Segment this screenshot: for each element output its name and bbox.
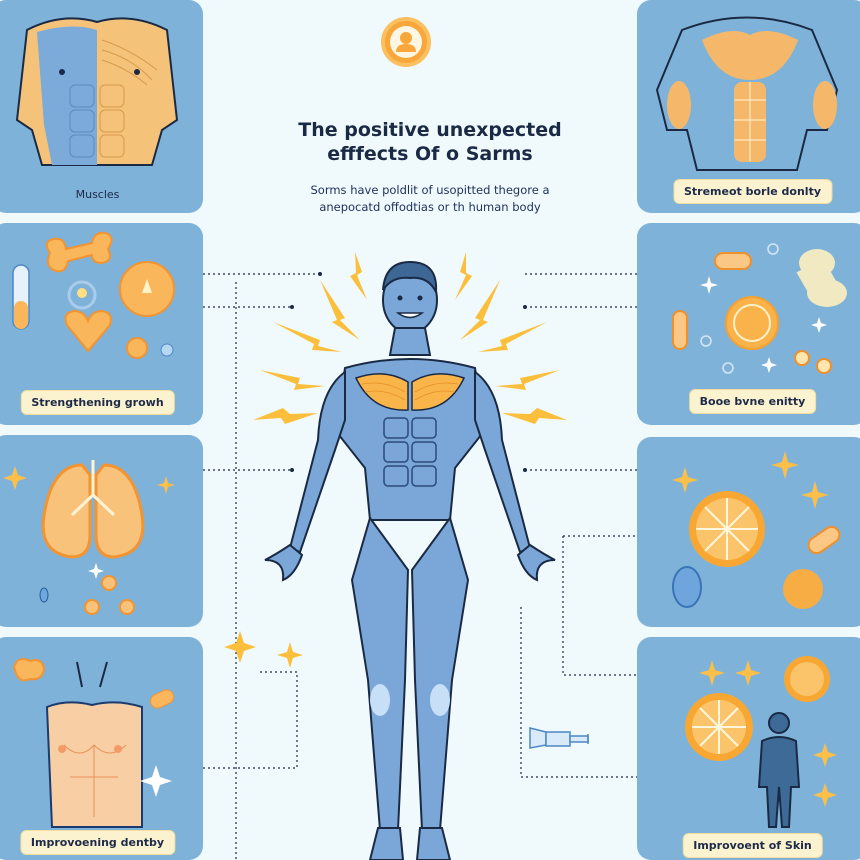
panel-label: Strengthening growh [20, 390, 175, 415]
subtitle-line-2: anepocatd offodtias or th human body [319, 200, 541, 214]
orange-slice-icon [672, 451, 841, 609]
panel-muscles: Muscles [0, 0, 203, 213]
torso-skin-icon [12, 658, 175, 828]
panel-lungs [0, 435, 203, 627]
panel-skin: Improvoent of Skin [637, 637, 860, 860]
panel-improving-density: Improvoening dentby [0, 637, 203, 860]
page-title: The positive unexpected efffects Of o Sa… [250, 118, 610, 166]
panel-bone-density: Stremeot borle donlty [637, 0, 860, 213]
title-line-1: The positive unexpected [298, 119, 562, 141]
subtitle-line-1: Sorms have poldlit of usopitted thegore … [310, 183, 550, 197]
panel-label: Booe bvne enitty [688, 389, 817, 414]
panel-bone-entity: Booe bvne enitty [637, 223, 860, 425]
panel-strengthening-growth: Strengthening growh [0, 223, 203, 425]
syringe-icon [529, 727, 589, 749]
panel-label: Improvoent of Skin [682, 833, 823, 858]
torso-muscles-icon [655, 16, 839, 171]
panel-label: Stremeot borle donlty [672, 179, 833, 204]
torso-muscles-icon [15, 17, 179, 166]
bone-heart-vitamins-icon [12, 231, 175, 359]
lungs-icon [3, 460, 175, 615]
panel-label: Improvoening dentby [19, 830, 176, 855]
title-line-2: efffects Of o Sarms [327, 143, 533, 165]
person-orange-icon [685, 656, 837, 828]
header-user-badge [381, 17, 431, 67]
panel-label: Muscles [75, 188, 120, 201]
user-icon [396, 32, 416, 52]
page-subtitle: Sorms have poldlit of usopitted thegore … [250, 182, 610, 216]
pills-bone-icon [672, 243, 847, 374]
panel-citrus [637, 437, 860, 627]
